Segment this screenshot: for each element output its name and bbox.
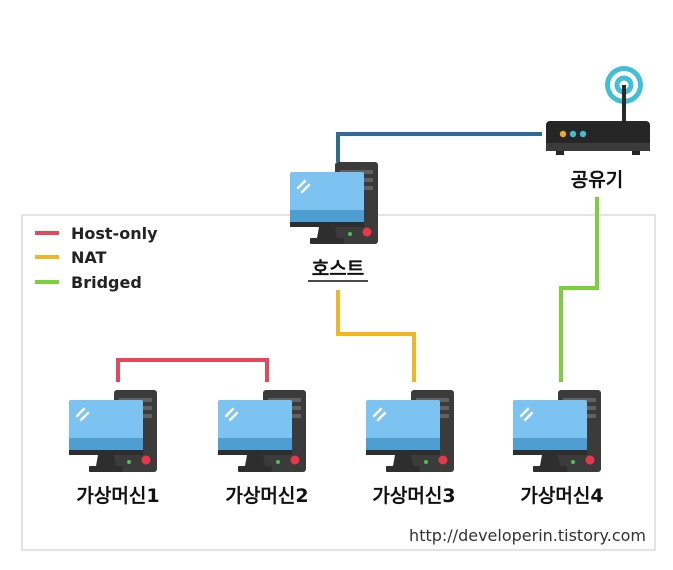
legend: Host-only NAT Bridged	[35, 224, 158, 292]
legend-label-bridged: Bridged	[71, 273, 142, 292]
host-only-link	[116, 358, 269, 382]
vm1-computer-icon	[67, 388, 159, 474]
nat-link	[336, 290, 416, 382]
host-label: 호스트	[312, 258, 364, 280]
vm4-computer-icon	[511, 388, 603, 474]
router-icon	[546, 66, 650, 155]
bridged-link	[559, 197, 599, 382]
vm1-label: 가상머신1	[76, 485, 159, 507]
legend-label-nat: NAT	[71, 248, 107, 267]
host-computer-icon	[288, 160, 380, 246]
legend-label-host-only: Host-only	[71, 224, 158, 243]
host-router-link	[336, 132, 542, 162]
vm3-label: 가상머신3	[372, 485, 455, 507]
watermark-url: http://developerin.tistory.com	[409, 526, 646, 545]
vm2-label: 가상머신2	[225, 485, 308, 507]
vm2-computer-icon	[216, 388, 308, 474]
vm3-computer-icon	[364, 388, 456, 474]
vm4-label: 가상머신4	[520, 485, 603, 507]
router-label: 공유기	[571, 169, 623, 191]
